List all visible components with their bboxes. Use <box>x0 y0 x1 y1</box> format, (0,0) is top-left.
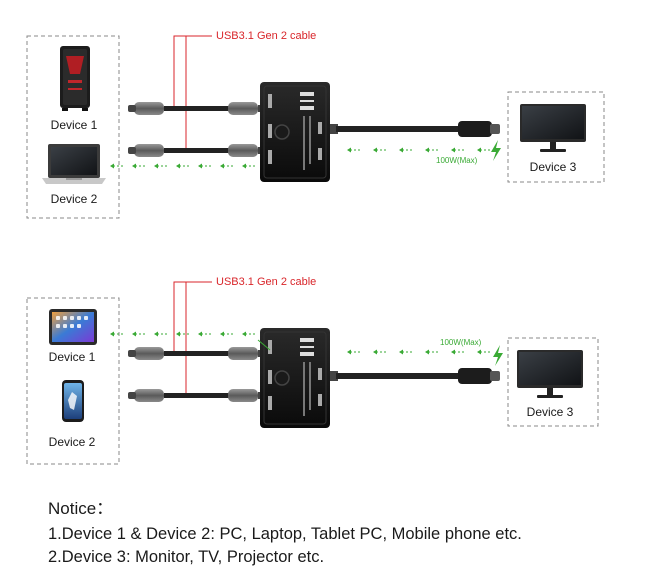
device-2-label: Device 2 <box>49 435 96 449</box>
data-flow-arrows <box>110 331 490 355</box>
usb-c-switch <box>260 82 330 182</box>
flow-arrow-head <box>176 163 180 169</box>
usb-c-cable-upper <box>128 102 264 115</box>
flow-arrow-head <box>451 349 455 355</box>
usb-c-cable-upper <box>128 347 264 360</box>
monitor-icon <box>520 104 586 152</box>
flow-arrow-head <box>176 331 180 337</box>
cable-label-leader <box>173 281 212 395</box>
flow-arrow-head <box>220 331 224 337</box>
flow-arrow-head <box>132 163 136 169</box>
flow-arrow <box>257 339 271 351</box>
flow-arrow-head <box>132 331 136 337</box>
flow-arrow-head <box>373 349 377 355</box>
data-flow-arrows <box>110 147 490 169</box>
notice-line-2: 2.Device 3: Monitor, TV, Projector etc. <box>48 548 325 566</box>
power-label: 100W(Max) <box>436 156 478 165</box>
power-label: 100W(Max) <box>440 338 482 347</box>
switch-button-icon <box>274 370 290 386</box>
device-1-label: Device 1 <box>51 118 98 132</box>
source-devices-box <box>26 35 120 219</box>
flow-arrow-head <box>399 349 403 355</box>
flow-arrow-head <box>477 349 481 355</box>
display-device-box <box>507 91 605 183</box>
usb-c-cable-lower <box>128 144 264 157</box>
flow-arrow-head <box>242 163 246 169</box>
flow-arrow-head <box>154 331 158 337</box>
flow-arrow-head <box>425 349 429 355</box>
usb-c-cable-lower <box>128 389 264 402</box>
source-devices-box <box>26 297 120 465</box>
cable-label-leader <box>173 35 212 150</box>
flow-arrow-head <box>198 331 202 337</box>
flow-arrow-head <box>110 331 114 337</box>
cable-label: USB3.1 Gen 2 cable <box>216 276 316 288</box>
switch-button-icon <box>274 124 290 140</box>
tablet-icon <box>49 309 97 345</box>
cable-label: USB3.1 Gen 2 cable <box>216 30 316 42</box>
display-device-box <box>507 337 599 427</box>
flow-arrow-head <box>154 163 158 169</box>
flow-arrow-head <box>220 163 224 169</box>
panel-2: Device 1 Device 2 USB3.1 Gen 2 cable <box>26 276 599 465</box>
flow-arrow-head <box>198 163 202 169</box>
pc-tower-icon <box>60 46 90 111</box>
notice-section: Notice： 1.Device 1 & Device 2: PC, Lapto… <box>48 494 648 571</box>
monitor-icon <box>517 350 583 398</box>
notice-line-1: 1.Device 1 & Device 2: PC, Laptop, Table… <box>48 525 522 543</box>
connection-diagram: Device 1 Device 2 USB3.1 Gen 2 cable <box>26 30 605 465</box>
flow-arrow-head <box>425 147 429 153</box>
mobile-phone-icon <box>62 380 84 422</box>
notice-title: Notice： <box>48 499 114 518</box>
flow-arrow-head <box>477 147 481 153</box>
flow-arrow-head <box>242 331 246 337</box>
device-1-label: Device 1 <box>49 350 96 364</box>
flow-arrow-head <box>110 163 114 169</box>
lightning-icon <box>491 140 501 161</box>
flow-arrow-head <box>347 147 351 153</box>
flow-arrow-head <box>373 147 377 153</box>
usb-c-switch <box>260 328 330 428</box>
panel-1: Device 1 Device 2 USB3.1 Gen 2 cable <box>26 30 605 219</box>
flow-arrow-head <box>451 147 455 153</box>
usb-c-cable-output <box>330 121 500 137</box>
device-3-label: Device 3 <box>530 160 577 174</box>
device-3-label: Device 3 <box>527 405 574 419</box>
flow-arrow-head <box>399 147 403 153</box>
laptop-icon <box>42 144 106 184</box>
usb-c-cable-output <box>330 368 500 384</box>
lightning-icon <box>493 345 503 366</box>
flow-arrow-head <box>347 349 351 355</box>
device-2-label: Device 2 <box>51 192 98 206</box>
